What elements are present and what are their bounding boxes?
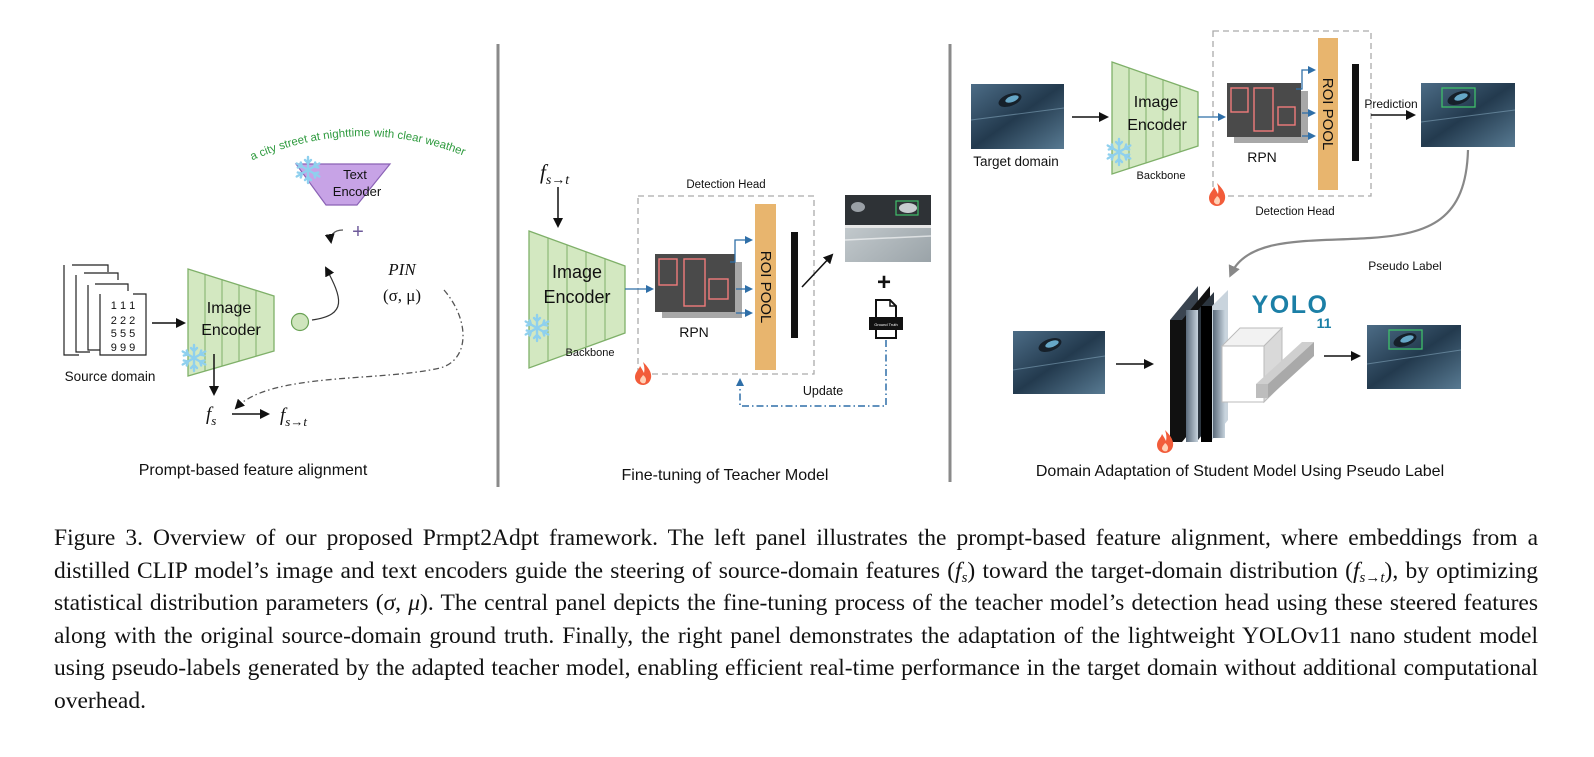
right-image-encoder: Image Encoder [1111,61,1199,175]
pseudo-label-curve [1228,149,1470,278]
right-detection-head-box [1212,30,1372,197]
caption-math-params: σ, μ [383,590,421,616]
middle-roi-pool [755,204,776,370]
text-encoder-label-2: Encoder [333,184,382,199]
right-trainable-flame-icon [1209,183,1226,206]
update-label: Update [803,384,843,398]
pin-params: (σ, μ) [383,286,421,305]
prompt-text: a city street at nighttime with clear we… [249,127,467,163]
right-encoder-label-2: Encoder [1127,117,1187,134]
middle-plus-sign: + [877,269,891,296]
right-backbone-label: Backbone [1137,170,1186,182]
caption-part-3: ), by optimizing statistical distributio… [54,557,1539,617]
arrow-embedding-to-combine [311,266,340,321]
right-panel-title: Domain Adaptation of Student Model Using… [1036,463,1444,480]
left-encoder-label-2: Encoder [201,322,261,339]
middle-rpn-label: RPN [679,324,709,340]
caption-part-1: Figure 3. Overview of our proposed Prmpt… [54,525,1538,584]
caption-part-2: ) toward the target-domain distribution … [967,557,1353,584]
source-digits-row-3: 5 5 5 [111,328,135,340]
caption-math-fs: fs [955,557,968,586]
middle-panel: fs→t Image Encoder Backbone Detection He… [524,160,932,484]
pseudo-label-text: Pseudo Label [1368,259,1441,273]
update-feedback-path [736,340,887,407]
right-roi-pool [1318,38,1338,190]
left-image-encoder: Image Encoder [187,268,275,377]
caption-math-fst: fs→t [1352,557,1385,586]
combine-plus-sign: + [352,221,364,243]
arrow-to-output [801,253,834,288]
right-panel: Target domain Image Encoder Backbone Det… [970,30,1516,480]
middle-backbone-label: Backbone [566,347,615,359]
left-encoder-label-1: Image [207,300,252,317]
fs-symbol: fs [206,404,216,428]
ground-truth-icon: Ground Truth [869,299,903,339]
middle-image-encoder: Image Encoder [528,230,626,369]
combine-curve-arrow [324,229,344,244]
caption-part-4: ). The central panel depicts the fine-tu… [54,590,1538,714]
yolo-logo: YOLO [1252,291,1329,319]
target-domain-label: Target domain [973,154,1059,169]
source-digits-row-4: 9 9 9 [111,342,135,354]
right-detection-head-label: Detection Head [1255,206,1334,218]
pin-steering-curve [234,289,464,410]
middle-detection-head-label: Detection Head [686,179,765,191]
prediction-image [1420,83,1516,147]
right-rpn: RPN [1227,83,1308,165]
middle-encoder-label-1: Image [552,262,602,282]
source-digits-row-1: 1 1 1 [111,300,135,312]
teacher-output-image [844,195,932,262]
yolo-version: 11 [1317,315,1332,331]
pin-label: PIN [387,260,417,279]
text-encoder: Text Encoder [294,163,392,206]
middle-roi-pool-label: ROI POOL [757,251,774,324]
right-rpn-label: RPN [1247,149,1277,165]
source-digits-row-2: 2 2 2 [111,315,135,327]
prediction-label: Prediction [1364,97,1417,111]
middle-trainable-flame-icon [635,362,652,385]
middle-detection-head-box [637,195,815,375]
target-domain-image [970,84,1065,149]
middle-fst-symbol: fs→t [540,160,570,188]
arrow-rpn-roi-top [730,236,753,263]
source-domain-stack [63,264,147,356]
arrow-right-rpn-roi-top [1296,66,1316,90]
student-input-image [1012,331,1106,394]
middle-fc-bar [791,232,798,338]
image-embedding-circle [290,312,310,332]
middle-encoder-label-2: Encoder [543,287,610,307]
figure-caption: Figure 3. Overview of our proposed Prmpt… [54,522,1538,717]
ground-truth-text: Ground Truth [874,322,898,327]
text-encoder-label-1: Text [343,167,367,182]
source-domain-label: Source domain [65,369,156,384]
framework-diagram: 1 1 1 2 2 2 5 5 5 9 9 9 Source domain Im… [63,30,1516,487]
left-panel: 1 1 1 2 2 2 5 5 5 9 9 9 Source domain Im… [63,127,467,479]
right-encoder-label-1: Image [1134,94,1179,111]
right-roi-pool-label: ROI POOL [1319,78,1336,151]
student-output-image [1366,325,1462,389]
left-panel-title: Prompt-based feature alignment [139,462,368,479]
yolo-network [1170,286,1314,442]
middle-panel-title: Fine-tuning of Teacher Model [622,467,829,484]
right-fc-bar [1352,64,1359,161]
middle-rpn: RPN [655,254,742,340]
fst-symbol: fs→t [280,405,307,429]
